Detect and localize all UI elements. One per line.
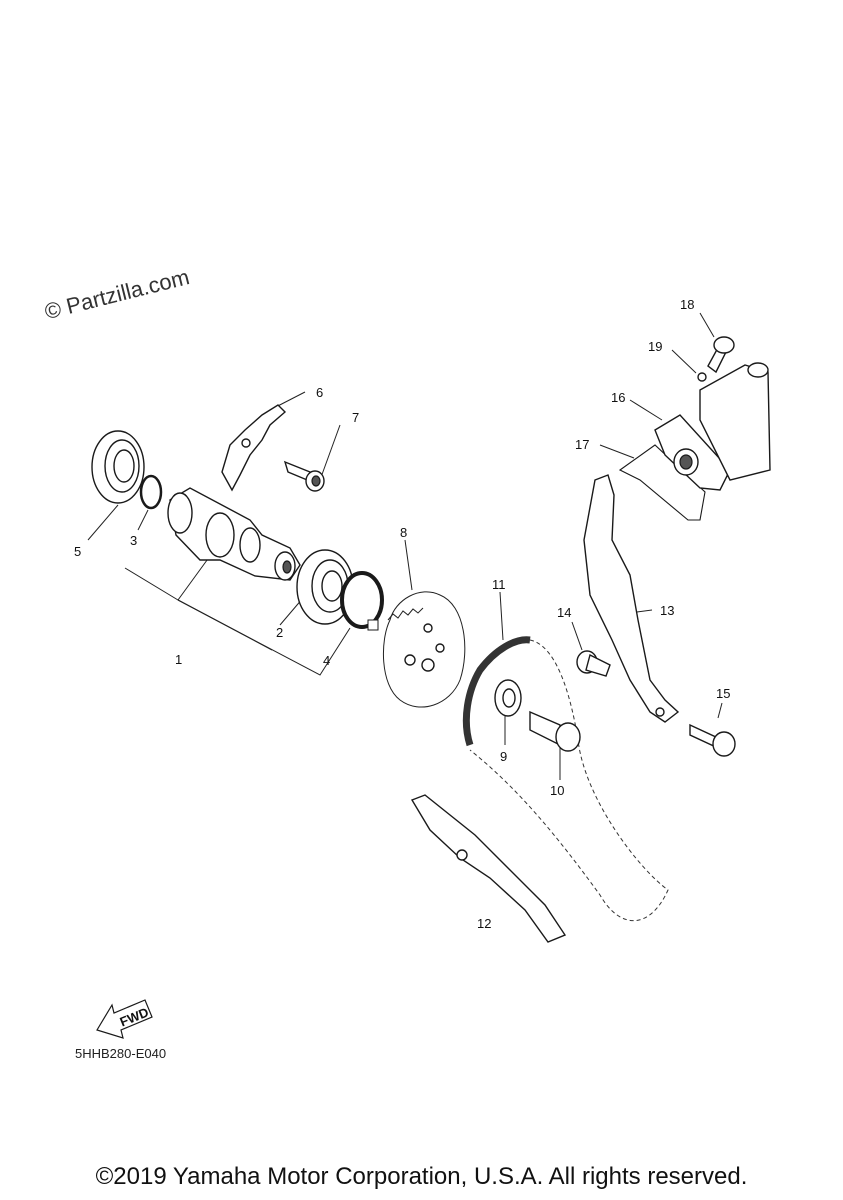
camshaft-1 <box>167 487 301 581</box>
callout-17: 17 <box>575 437 589 452</box>
callout-7: 7 <box>352 410 359 425</box>
callout-18: 18 <box>680 297 694 312</box>
copyright-notice: ©2019 Yamaha Motor Corporation, U.S.A. A… <box>95 1163 748 1190</box>
callout-12: 12 <box>477 916 491 931</box>
tensioner-16 <box>654 362 771 491</box>
callout-11: 11 <box>492 577 506 592</box>
fwd-arrow-icon: FWD <box>96 999 153 1039</box>
callout-2: 2 <box>276 625 283 640</box>
collar-14 <box>576 650 611 677</box>
tensioner-guide-13 <box>583 474 680 723</box>
callout-3: 3 <box>130 533 137 548</box>
fwd-label: FWD <box>118 1004 151 1029</box>
bearing-5 <box>91 430 145 504</box>
washer-19 <box>697 372 707 382</box>
washer-9 <box>494 679 522 717</box>
plate-6 <box>221 404 287 492</box>
callout-16: 16 <box>611 390 625 405</box>
sprocket-8 <box>382 591 466 708</box>
leader-lines <box>87 312 723 780</box>
bolt-7 <box>283 460 325 492</box>
callout-5: 5 <box>74 544 81 559</box>
callout-8: 8 <box>400 525 407 540</box>
callout-14: 14 <box>557 605 571 620</box>
chain-guide-12 <box>410 794 567 943</box>
chain-11 <box>462 636 669 922</box>
bolt-18 <box>707 336 735 374</box>
bolt-15 <box>689 723 736 757</box>
bolt-10 <box>529 710 581 752</box>
o-ring-3 <box>139 474 163 510</box>
diagram-code: 5HHB280-E040 <box>75 1046 167 1061</box>
bearing-2 <box>296 549 354 625</box>
ring-4 <box>340 571 384 631</box>
callout-15: 15 <box>716 686 730 701</box>
callout-labels: 1 2 3 4 5 6 7 8 9 10 11 12 13 14 15 16 1… <box>74 297 730 931</box>
callout-6: 6 <box>316 385 323 400</box>
callout-4: 4 <box>323 653 330 668</box>
callout-10: 10 <box>550 783 564 798</box>
gasket-17 <box>618 444 706 521</box>
callout-9: 9 <box>500 749 507 764</box>
callout-19: 19 <box>648 339 662 354</box>
callout-1: 1 <box>175 652 182 667</box>
callout-13: 13 <box>660 603 674 618</box>
